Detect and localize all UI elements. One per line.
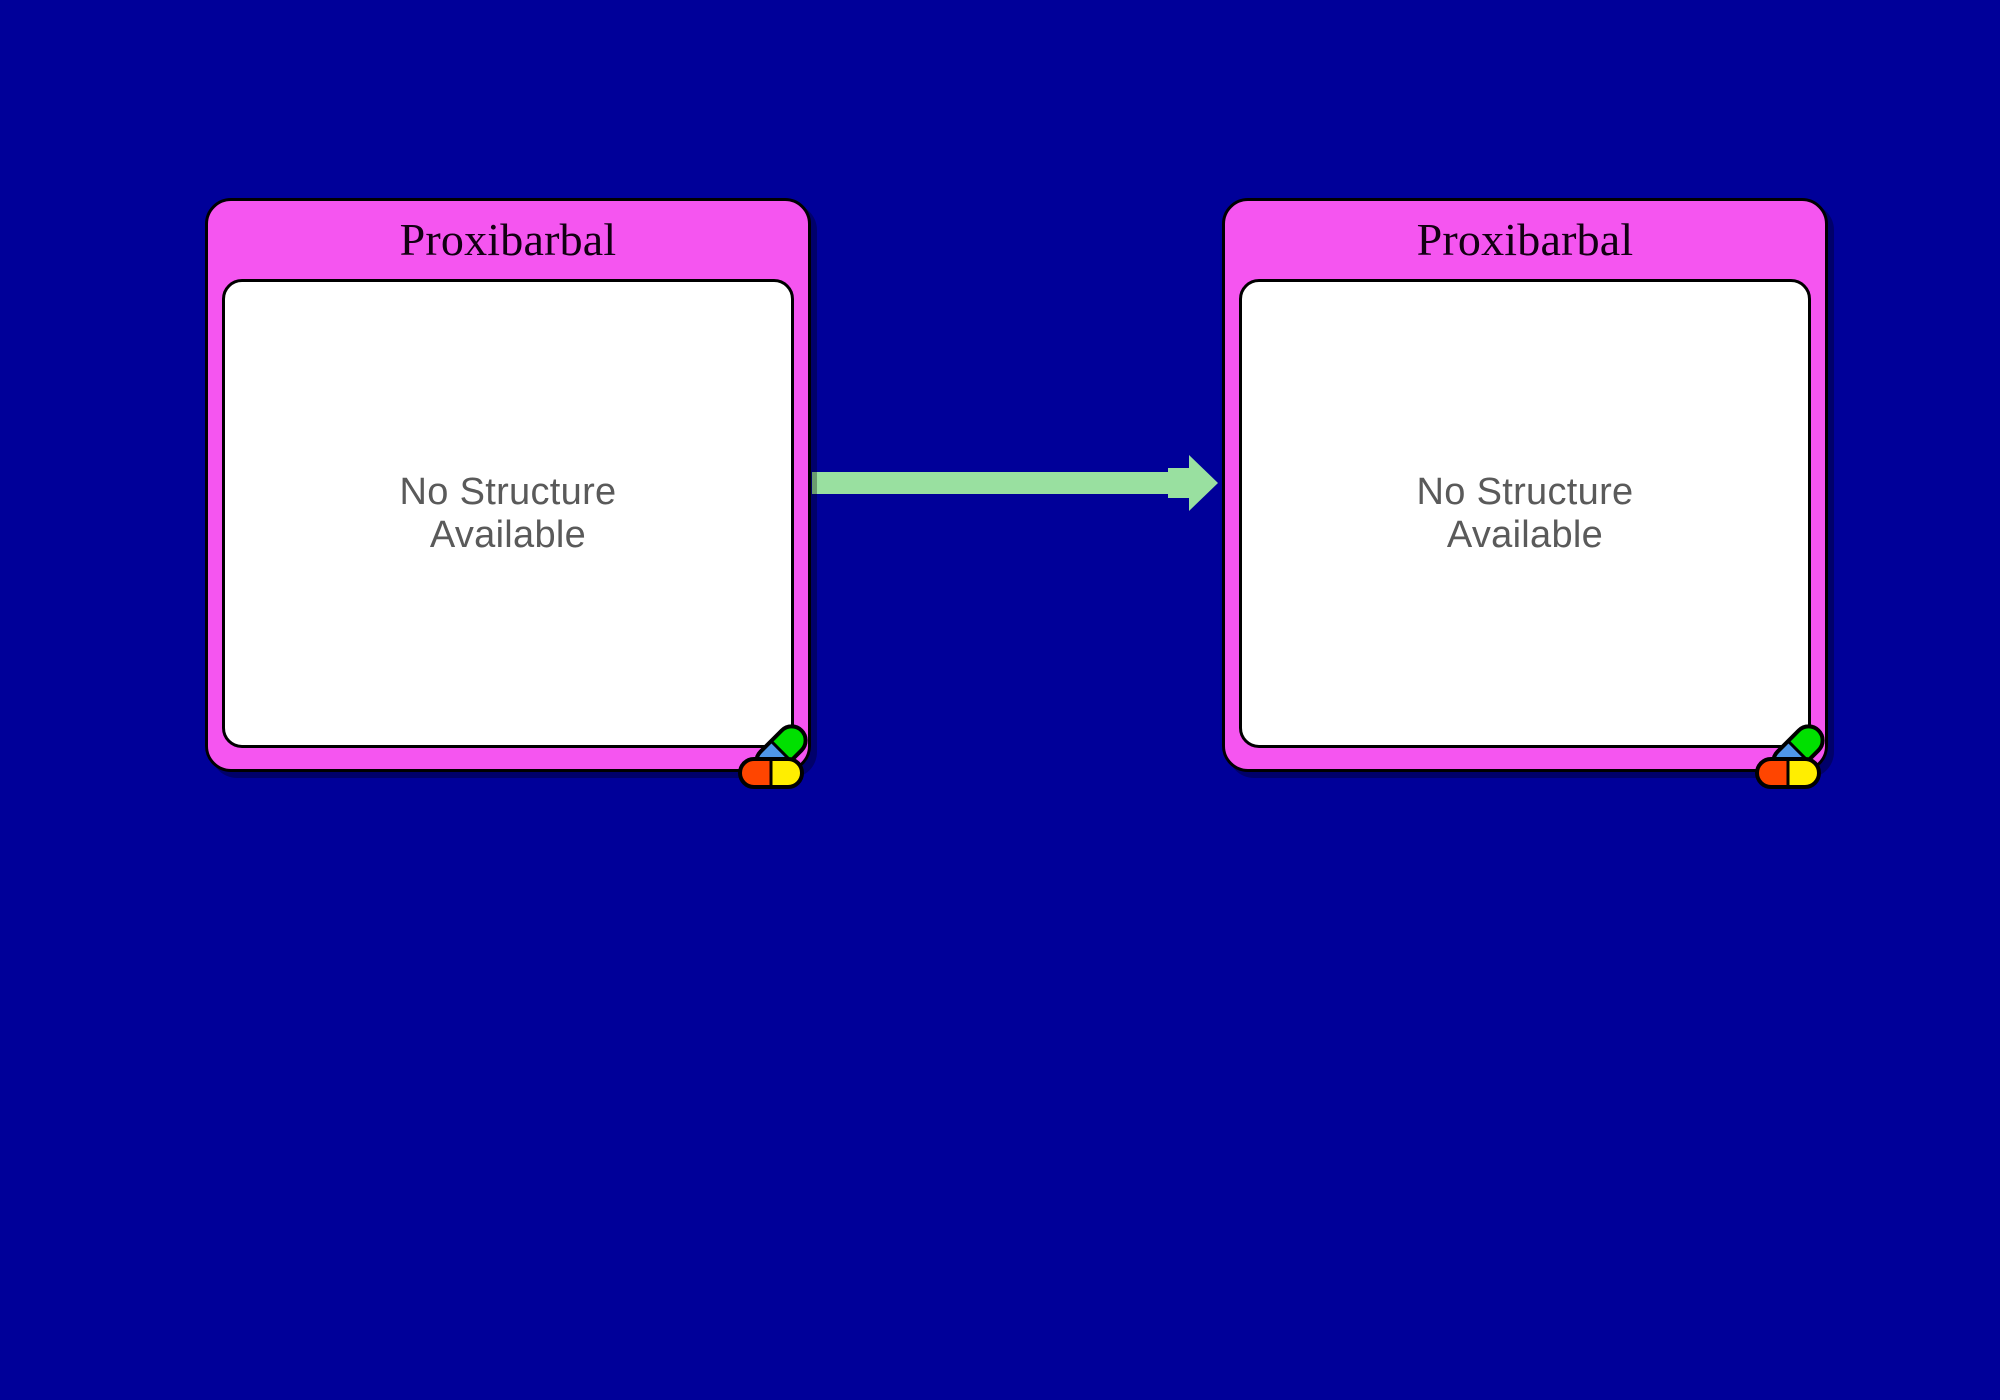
pill-capsule-icon[interactable] <box>738 721 824 791</box>
node-structure-panel[interactable]: No Structure Available <box>1239 279 1811 748</box>
arrow-shaft <box>812 472 1189 494</box>
arrow-right-icon <box>1168 455 1218 511</box>
graph-node-left[interactable]: Proxibarbal No Structure Available <box>205 198 812 789</box>
pill-capsule-icon[interactable] <box>1755 721 1841 791</box>
no-structure-available-text: No Structure Available <box>399 470 617 556</box>
graph-node-right[interactable]: Proxibarbal No Structure Available <box>1222 198 1829 789</box>
node-title: Proxibarbal <box>1416 214 1634 265</box>
node-title: Proxibarbal <box>399 214 617 265</box>
node-structure-panel[interactable]: No Structure Available <box>222 279 794 748</box>
no-structure-available-text: No Structure Available <box>1416 470 1634 556</box>
edge-left-to-right[interactable] <box>812 455 1218 511</box>
